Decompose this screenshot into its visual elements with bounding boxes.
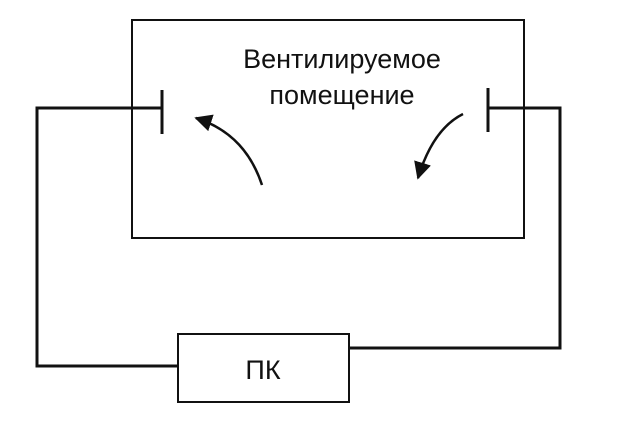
room-label-line1: Вентилируемое: [243, 44, 441, 74]
right-wire: [349, 106, 562, 350]
airflow-arrow-left-icon: [194, 114, 264, 186]
left-wire: [35, 106, 178, 368]
pc-label: ПК: [245, 355, 280, 385]
room-label-line2: помещение: [269, 80, 414, 110]
ventilated-room-box: [131, 19, 525, 239]
pc-box: [177, 333, 350, 403]
airflow-arrow-right-icon: [414, 112, 464, 180]
